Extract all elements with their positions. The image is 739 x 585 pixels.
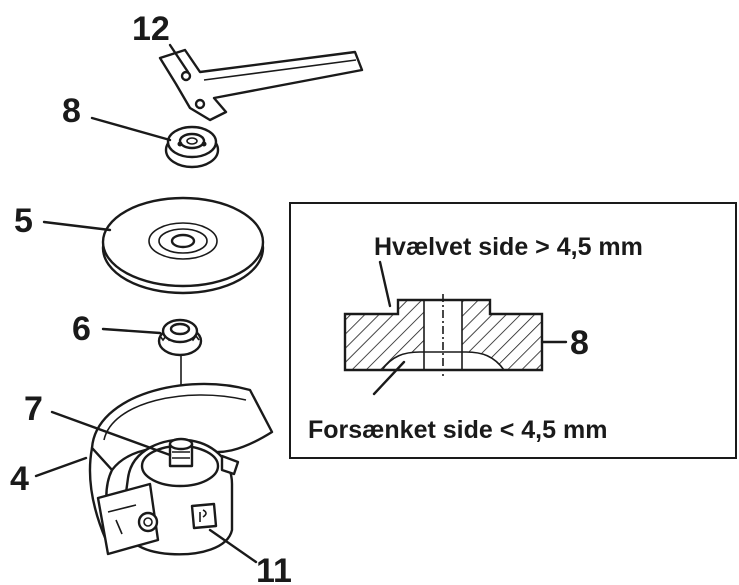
detail-box: Hvælvet side > 4,5 mm Forsænket side < 4… [289, 202, 737, 459]
callout-spindle-lock: 11 [256, 552, 292, 585]
leader-line-flange-nut [90, 116, 172, 142]
callout-wrench: 12 [132, 10, 170, 48]
flange-nut-cross-section [343, 294, 544, 376]
callout-inner-flange: 6 [72, 310, 91, 348]
callout-disc: 5 [14, 202, 33, 240]
grinding-disc [101, 196, 265, 295]
flange-nut [164, 125, 220, 169]
callout-guard: 4 [10, 460, 29, 498]
leader-line-disc [42, 220, 112, 232]
inner-flange [157, 318, 203, 357]
leader-line-spindle-lock [208, 528, 258, 564]
leader-line-wrench [168, 43, 190, 74]
callout-flange-nut: 8 [62, 92, 81, 130]
spanner-wrench [158, 48, 364, 122]
leader-line-inner-flange [101, 327, 162, 335]
spindle [168, 437, 194, 468]
leader-line-raised-side [378, 260, 392, 308]
leader-line-guard [34, 456, 88, 478]
callout-spindle: 7 [24, 390, 43, 428]
leader-line-recessed-side [372, 360, 406, 396]
leader-line-spindle [50, 410, 172, 457]
gear-head [96, 438, 240, 556]
callout-detail-nut: 8 [570, 324, 589, 362]
label-recessed-side: Forsænket side < 4,5 mm [308, 416, 607, 444]
label-raised-side: Hvælvet side > 4,5 mm [374, 233, 643, 261]
